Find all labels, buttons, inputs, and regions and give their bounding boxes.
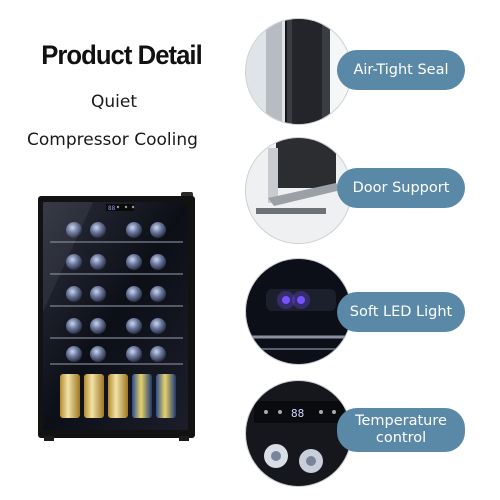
wine-fridge-image: 88 <box>38 192 195 441</box>
door-support-image <box>245 137 352 244</box>
svg-text:88: 88 <box>291 407 304 420</box>
feature-label-door-support: Door Support <box>337 168 465 208</box>
air-tight-seal-image <box>245 18 352 125</box>
soft-led-light-image <box>245 258 352 365</box>
feature-label-soft-led-light: Soft LED Light <box>337 292 465 332</box>
temperature-control-image: 88 <box>245 380 352 487</box>
page-title: Product Detail <box>41 40 203 70</box>
feature-quiet-text: Quiet <box>91 92 138 112</box>
feature-label-temperature-control: Temperature control <box>337 408 465 452</box>
feature-compressor-text: Compressor Cooling <box>27 130 198 150</box>
svg-text:88: 88 <box>108 205 116 212</box>
feature-label-air-tight-seal: Air-Tight Seal <box>337 50 465 90</box>
